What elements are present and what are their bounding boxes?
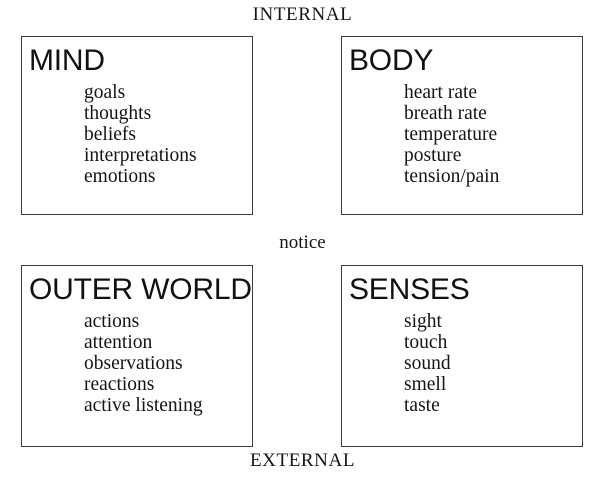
- list-item: reactions: [84, 374, 155, 395]
- quadrant-mind: MIND goals thoughts beliefs interpretati…: [21, 36, 253, 215]
- list-item: breath rate: [404, 103, 487, 124]
- list-item: emotions: [84, 166, 156, 187]
- list-item: attention: [84, 332, 153, 353]
- list-item: smell: [404, 374, 447, 395]
- list-item: thoughts: [84, 103, 152, 124]
- list-item: tension/pain: [404, 166, 500, 187]
- list-item: posture: [404, 145, 462, 166]
- external-axis-label: EXTERNAL: [249, 450, 356, 471]
- list-item: heart rate: [404, 82, 478, 103]
- notice-center-label: notice: [279, 232, 326, 253]
- quadrant-body: BODY heart rate breath rate temperature …: [341, 36, 583, 215]
- list-item: active listening: [84, 395, 203, 416]
- quadrant-senses: SENSES sight touch sound smell taste: [341, 265, 583, 447]
- list-item: beliefs: [84, 124, 136, 145]
- list-item: temperature: [404, 124, 498, 145]
- quadrant-senses-list: sight touch sound smell taste: [342, 311, 582, 416]
- quadrant-mind-list: goals thoughts beliefs interpretations e…: [22, 82, 252, 187]
- list-item: touch: [404, 332, 448, 353]
- list-item: actions: [84, 311, 140, 332]
- list-item: sound: [404, 353, 451, 374]
- list-item: observations: [84, 353, 183, 374]
- list-item: goals: [84, 82, 126, 103]
- quadrant-outer-world-title: OUTER WORLD: [29, 273, 252, 306]
- quadrant-outer-world: OUTER WORLD actions attention observatio…: [21, 265, 253, 447]
- list-item: taste: [404, 395, 440, 416]
- quadrant-body-list: heart rate breath rate temperature postu…: [342, 82, 582, 187]
- quadrant-body-title: BODY: [349, 44, 434, 77]
- internal-axis-label: INTERNAL: [252, 4, 353, 25]
- list-item: sight: [404, 311, 442, 332]
- list-item: interpretations: [84, 145, 197, 166]
- quadrant-senses-title: SENSES: [349, 273, 470, 306]
- quadrant-outer-world-list: actions attention observations reactions…: [22, 311, 252, 416]
- quadrant-mind-title: MIND: [29, 44, 105, 77]
